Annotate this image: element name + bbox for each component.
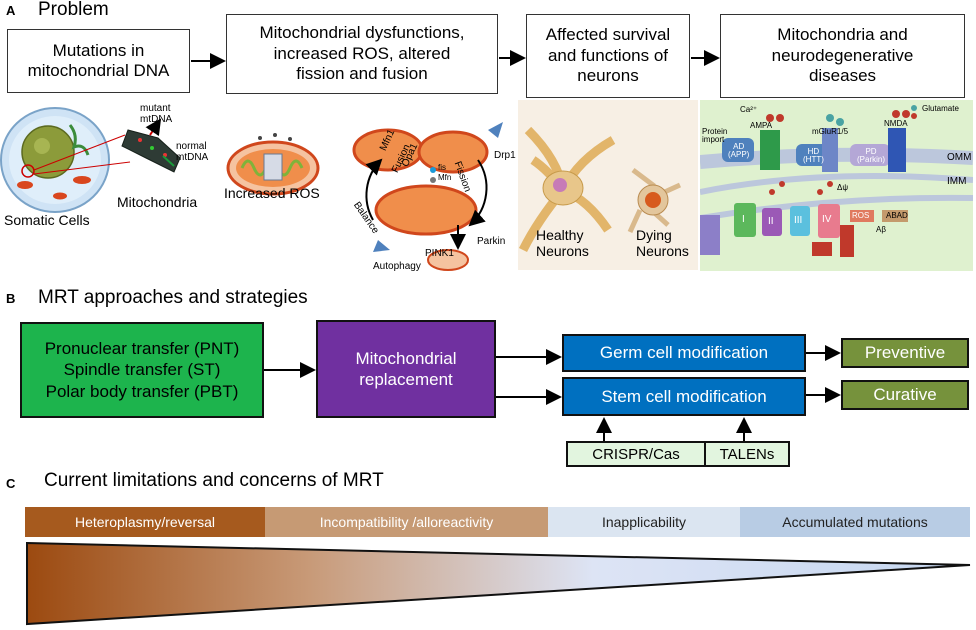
box-mito-dysfunction: Mitochondrial dysfunctions, increased RO… [226,14,498,94]
label-ab: Aβ [876,225,886,234]
section-b-title: MRT approaches and strategies [38,287,308,308]
label-protein-import: Protein import [702,127,728,145]
limitation-accumulated-mutations: Accumulated mutations [740,507,970,537]
label-increased-ros: Increased ROS [224,185,320,201]
section-b-letter: B [6,291,16,306]
limitation-incompatibility: Incompatibility /alloreactivity [265,507,548,537]
box-neurodegenerative: Mitochondria and neurodegenerative disea… [720,14,965,98]
label-drp1: Drp1 [494,150,516,161]
technique-pbt: Polar body transfer (PBT) [45,381,239,401]
crispr-cas-box: CRISPR/Cas [566,441,706,467]
label-ad-app: AD (APP) [728,142,750,160]
section-c-title: Current limitations and concerns of MRT [44,470,384,491]
severity-wedge [26,541,971,626]
neurons-illustration [518,100,698,270]
fission-fusion-illustration [352,122,503,271]
section-c-letter: C [6,476,16,491]
label-complex-iv: IV [822,214,832,225]
mitochondrial-replacement-box: Mitochondrial replacement [316,320,496,418]
preventive-box: Preventive [841,338,969,368]
limitation-heteroplasmy: Heteroplasmy/reversal [25,507,265,537]
label-pink1: PINK1 [425,248,454,259]
label-dying-neurons: Dying Neurons [636,227,689,260]
section-a-letter: A [6,3,16,18]
label-pd-parkin: PD (Parkin) [857,147,886,165]
box-neuron-survival: Affected survival and functions of neuro… [526,14,690,98]
label-dpsi: Δψ [837,183,849,192]
label-fis: fis [438,163,446,172]
box-mutations-mtdna: Mutations in mitochondrial DNA [7,29,190,93]
talens-box: TALENs [704,441,790,467]
label-mitochondria: Mitochondria [117,194,198,210]
technique-pnt: Pronuclear transfer (PNT) [44,339,240,359]
label-abad: ABAD [886,211,908,220]
section-a-title: Problem [38,0,109,20]
label-hd-htt: HD (HTT) [803,147,824,165]
label-omm: OMM [947,152,972,163]
mrt-techniques-box: Pronuclear transfer (PNT) Spindle transf… [20,322,264,418]
label-nmda: NMDA [884,119,908,128]
stem-cell-modification-box: Stem cell modification [562,377,806,416]
label-complex-ii: II [768,216,774,227]
label-ampa: AMPA [750,121,773,130]
label-mfn: Mfn [438,173,452,182]
label-ca: Ca²⁺ [740,105,758,114]
label-imm: IMM [947,176,967,187]
label-glutamate: Glutamate [922,104,959,113]
label-mutant-mtdna: mutant mtDNA [140,103,173,125]
label-complex-iii: III [794,215,803,226]
limitation-inapplicability: Inapplicability [548,507,740,537]
label-complex-i: I [742,214,745,225]
label-ros-pathway: ROS [852,211,870,220]
label-autophagy: Autophagy [373,261,421,272]
germ-cell-modification-box: Germ cell modification [562,334,806,372]
somatic-cell-illustration [0,107,181,213]
pathway-figure: AD (APP) HD (HTT) PD (Parkin) Protein im… [700,100,973,271]
label-parkin: Parkin [477,236,506,247]
technique-st: Spindle transfer (ST) [63,360,221,380]
label-healthy-neurons: Healthy Neurons [536,227,589,260]
label-normal-mtdna: normal mtDNA [176,141,209,163]
curative-box: Curative [841,380,969,410]
label-mglur: mGluR1/5 [812,127,849,136]
ros-mitochondrion-illustration [226,133,320,196]
label-somatic-cells: Somatic Cells [4,212,90,228]
